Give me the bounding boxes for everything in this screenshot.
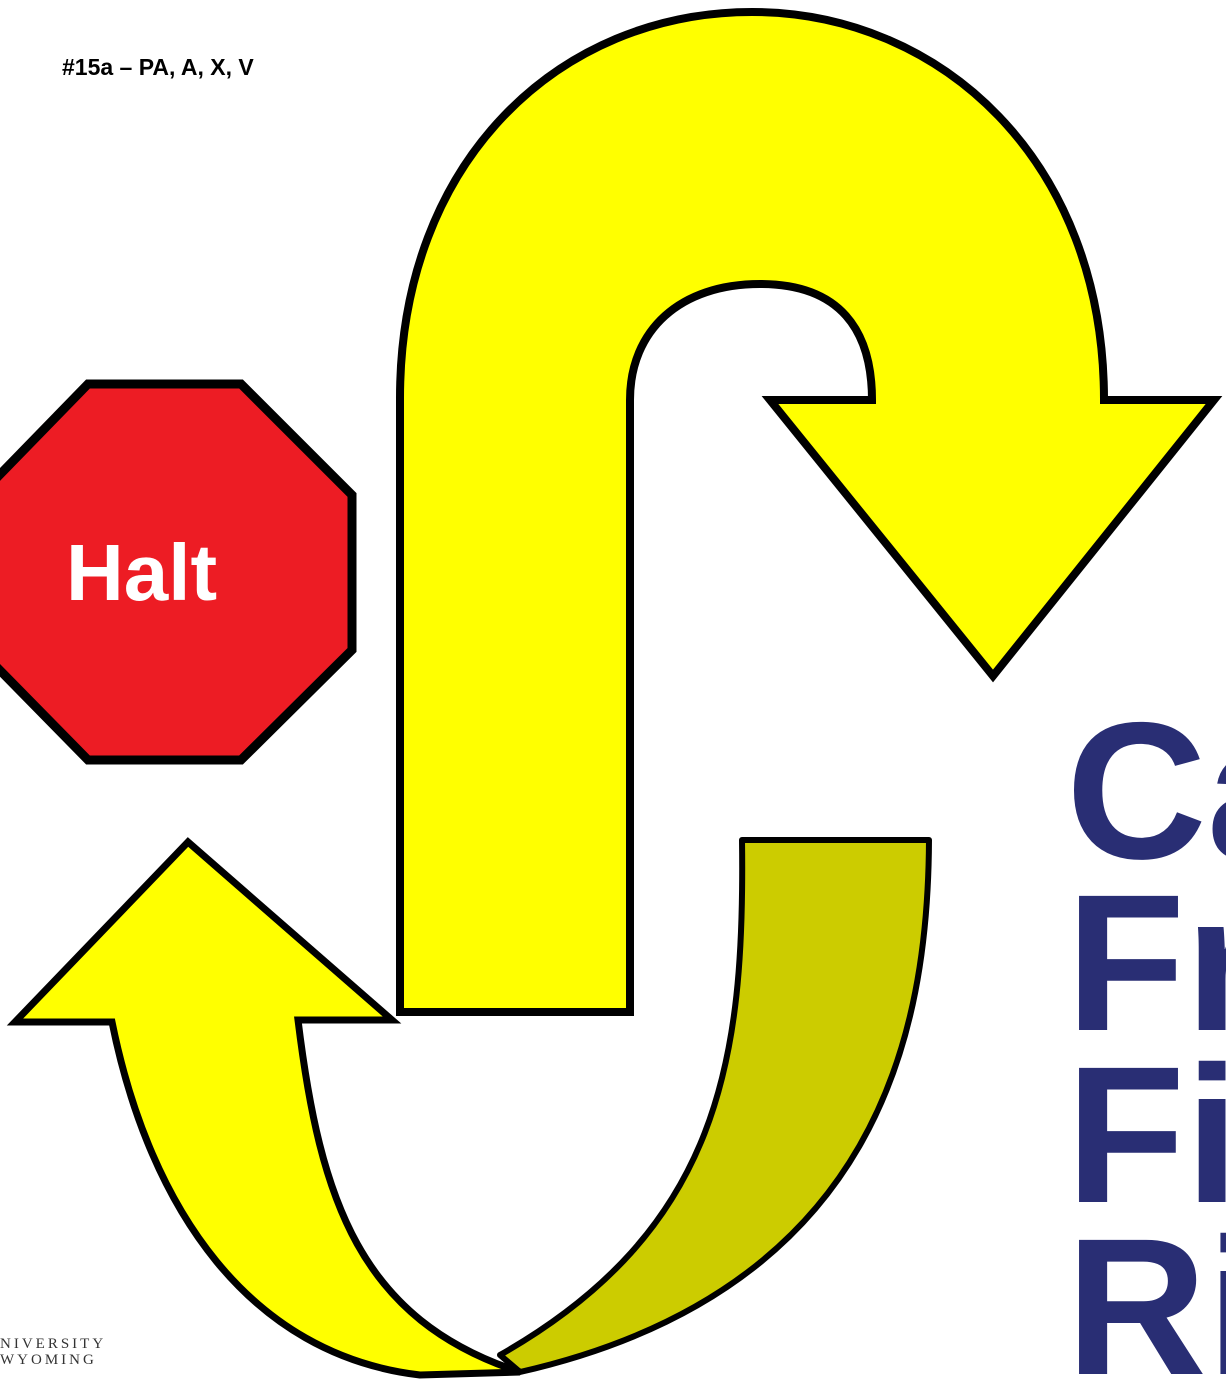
slide-title: Ca Fr Fi Ri	[1066, 705, 1226, 1383]
logo-line: NIVERSITY	[0, 1336, 106, 1352]
slide-code-label: #15a – PA, A, X, V	[62, 54, 254, 81]
slide-title-line: Fi	[1066, 1049, 1226, 1221]
stop-sign-label: Halt	[0, 528, 300, 618]
university-logo: NIVERSITY WYOMING	[0, 1336, 106, 1368]
slide-title-line: Fr	[1066, 877, 1226, 1049]
slide-title-line: Ca	[1066, 705, 1226, 877]
logo-line: WYOMING	[0, 1352, 106, 1368]
slide-title-line: Ri	[1066, 1221, 1226, 1383]
